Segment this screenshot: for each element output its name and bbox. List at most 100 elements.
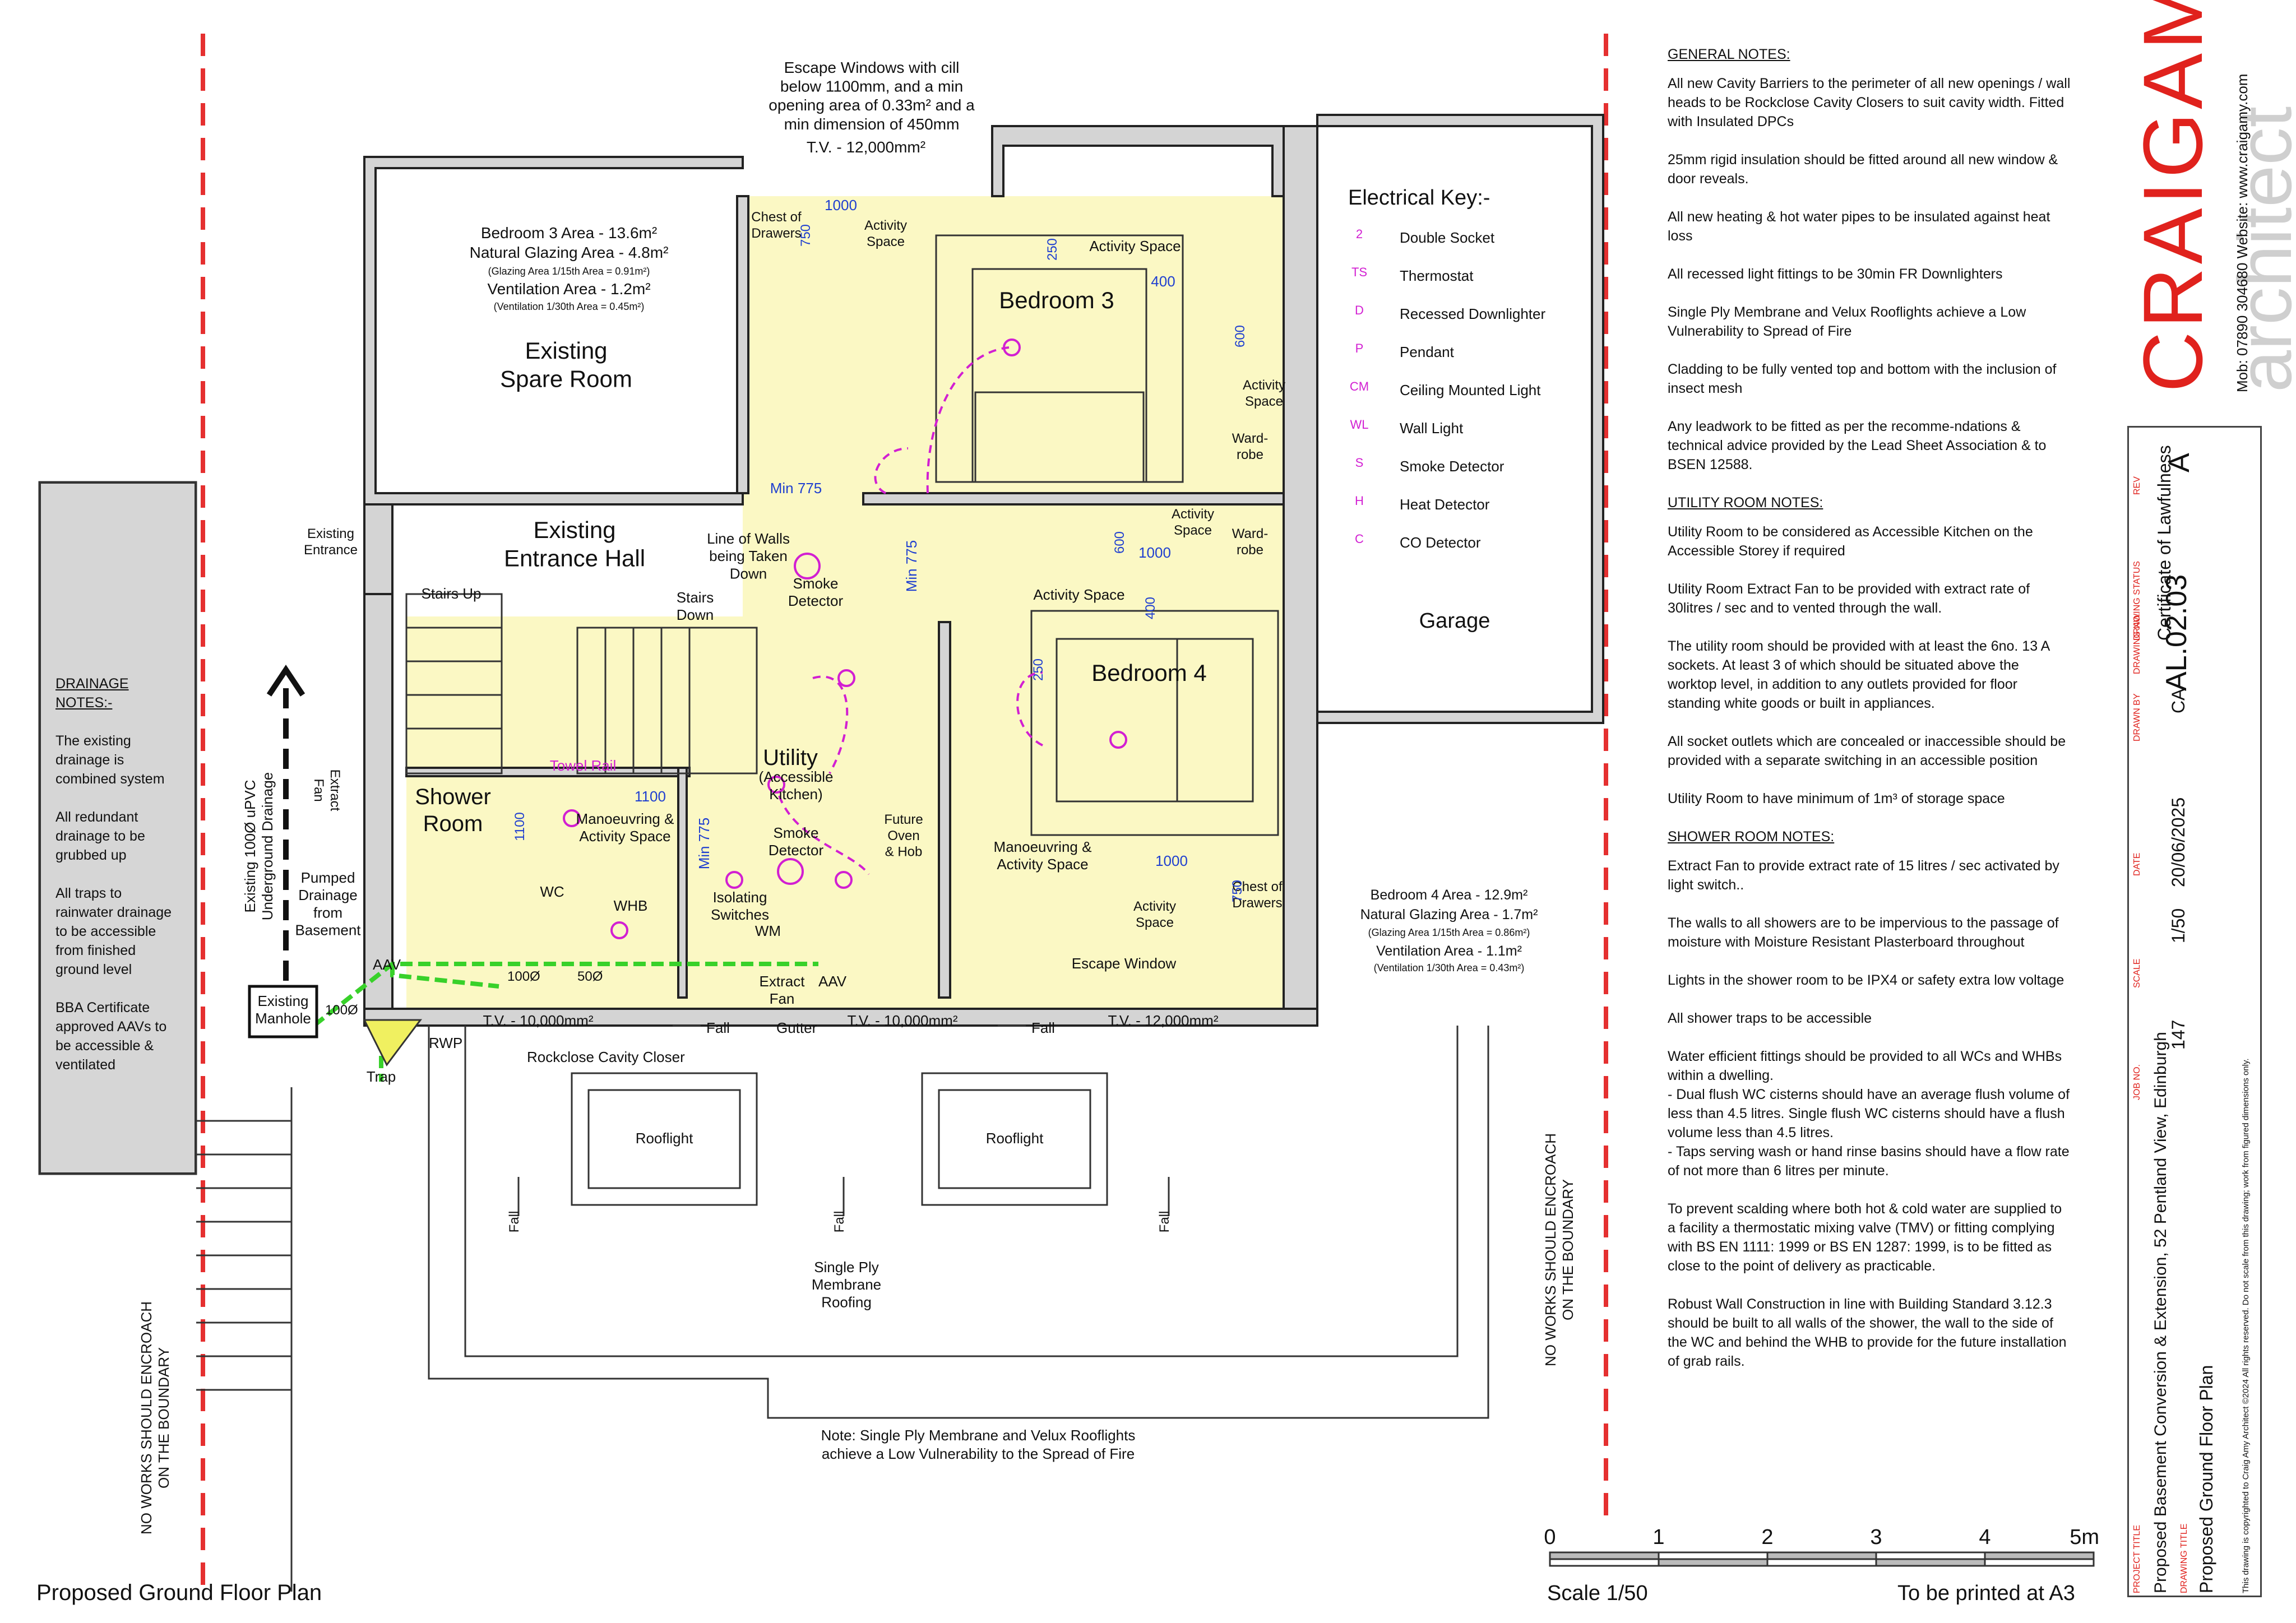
drawn-by: CA [2168, 688, 2188, 713]
drainage-notes-heading: DRAINAGE NOTES:- [55, 676, 129, 711]
dimension-label-0: 1000 [825, 197, 857, 214]
general-note-6: Any leadwork to be fitted as per the rec… [1668, 419, 2047, 472]
label-aav-a: AAV [373, 956, 401, 973]
ekey-label-5: Wall Light [1400, 420, 1464, 437]
label-trap: Trap [367, 1068, 396, 1085]
job-no-label: JOB NO. [2132, 1064, 2142, 1100]
shower-note-5: To prevent scalding where both hot & col… [1668, 1201, 2062, 1274]
label-min775-a: Min 775 [770, 480, 822, 497]
electrical-circuits [778, 346, 1043, 875]
rev-value: A [2163, 453, 2196, 472]
dimension-label-r0-group: 750 [798, 224, 813, 247]
room-garage: Garage [1419, 609, 1490, 633]
general-note-1: 25mm rigid insulation should be fitted a… [1668, 152, 2058, 187]
dimension-label-r5: 250 [1031, 659, 1046, 681]
dimension-label-r0: 750 [798, 224, 813, 247]
plan-labels: T.V. - 12,000mm² Bedroom 3 Area - 13.6m²… [325, 138, 1538, 1147]
label-tv-10000-b: T.V. - 10,000mm² [847, 1012, 957, 1029]
general-note-2: All new heating & hot water pipes to be … [1668, 209, 2050, 244]
dimension-label-3: 1000 [1155, 852, 1188, 869]
external-steps [196, 1087, 293, 1592]
ekey-label-7: Heat Detector [1400, 496, 1490, 513]
label-escape-window: Escape Window [1072, 955, 1177, 972]
light-fittings [563, 338, 1127, 939]
room-utility: Utility [763, 745, 818, 770]
ekey-symbol-c: C [1355, 532, 1364, 546]
drawing-title: Proposed Ground Floor Plan [2196, 1365, 2216, 1593]
label-bed4-glazing-note: (Glazing Area 1/15th Area = 0.86m²) [1368, 927, 1530, 938]
label-rwp: RWP [429, 1035, 462, 1051]
drainage-note-0: The existing drainage is combined system [55, 733, 165, 787]
plan-title: Proposed Ground Floor Plan [36, 1580, 322, 1605]
dimension-label-r1: 250 [1045, 238, 1060, 261]
bedroom-4-bed [1030, 610, 1279, 836]
label-rockclose: Rockclose Cavity Closer [527, 1049, 685, 1065]
room-bedroom-4: Bedroom 4 [1091, 660, 1206, 686]
brand-name: CRAIGAMY [2126, 0, 2220, 392]
general-notes-heading: GENERAL NOTES: [1668, 47, 1790, 62]
utility-note-1: Utility Room Extract Fan to be provided … [1668, 581, 2030, 616]
ekey-symbol-s: S [1355, 456, 1364, 470]
shower-note-6: Robust Wall Construction in line with Bu… [1668, 1296, 2067, 1369]
label-fall-d-group: Fall [832, 1211, 847, 1233]
label-no-encroach-a: NO WORKS SHOULD ENCROACHON THE BOUNDARY [138, 1301, 172, 1534]
ekey-symbol-h: H [1355, 494, 1364, 508]
ekey-label-6: Smoke Detector [1400, 458, 1505, 475]
room-bedroom-3: Bedroom 3 [999, 287, 1114, 313]
dimension-label-4: 1100 [635, 788, 666, 805]
label-existing-pipe-group: Existing 100Ø uPVCUnderground Drainage [242, 772, 276, 921]
existing-manhole [248, 985, 318, 1038]
electrical-key-title: Electrical Key:- [1348, 186, 1490, 210]
label-no-encroach-b: NO WORKS SHOULD ENCROACHON THE BOUNDARY [1542, 1133, 1576, 1366]
utility-notes-list: Utility Room to be considered as Accessi… [1668, 522, 2071, 808]
label-min775-b-group: Min 775 [903, 540, 920, 592]
project-title: Proposed Basement Conversion & Extension… [2151, 1032, 2170, 1593]
fall-arrows [517, 1024, 1170, 1216]
label-fall-c: Fall [507, 1211, 522, 1233]
dimension-label-1: 400 [1151, 273, 1175, 290]
date-value: 20/06/2025 [2168, 797, 2188, 887]
arrow-head [266, 664, 305, 697]
label-min775-c: Min 775 [696, 818, 712, 870]
scale-tick-1: 1 [1652, 1525, 1664, 1549]
ekey-label-4: Ceiling Mounted Light [1400, 382, 1541, 398]
scale-label: SCALE [2132, 958, 2142, 988]
dimension-label-r5-group: 250 [1031, 659, 1046, 681]
label-rooflight-a: Rooflight [636, 1130, 693, 1147]
dimension-label-r2-group: 600 [1233, 325, 1248, 347]
label-tv-12000-b: T.V. - 12,000mm² [1108, 1012, 1218, 1029]
drainage-note-3: BBA Certificate approved AAVs to be acce… [55, 1000, 167, 1073]
shower-note-2: Lights in the shower room to be IPX4 or … [1668, 972, 2064, 988]
walls [363, 114, 1604, 1027]
shower-note-3: All shower traps to be accessible [1668, 1010, 1872, 1026]
label-whb: WHB [614, 897, 648, 914]
utility-note-2: The utility room should be provided with… [1668, 638, 2049, 711]
drawing-status-label: DRAWING STATUS [2132, 561, 2142, 641]
label-wardrobe-a: Ward-robe [1232, 431, 1268, 462]
label-manoeuvring-b: Manoeuvring &Activity Space [994, 838, 1092, 873]
scale-tick-4: 4 [1979, 1525, 1991, 1549]
scale-bar [1549, 1551, 2095, 1567]
utility-notes-heading: UTILITY ROOM NOTES: [1668, 495, 1823, 511]
dimension-label-r6: 750 [1230, 880, 1245, 902]
drawing-title-label: DRAWING TITLE [2179, 1523, 2189, 1593]
project-title-label: PROJECT TITLE [2132, 1524, 2142, 1593]
ekey-symbol-ts: TS [1351, 265, 1367, 279]
general-note-4: Single Ply Membrane and Velux Rooflights… [1668, 304, 2026, 339]
ekey-label-3: Pendant [1400, 344, 1455, 360]
